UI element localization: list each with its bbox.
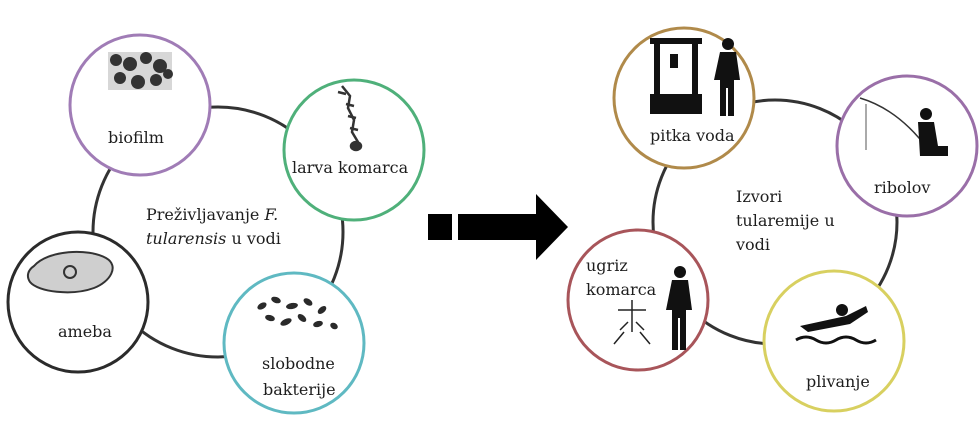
biofilm-icon bbox=[108, 52, 173, 90]
bite-label-line2: komarca bbox=[586, 280, 657, 299]
bite-label-line1: ugriz bbox=[586, 256, 628, 275]
swimming-label: plivanje bbox=[806, 372, 870, 391]
swimmer-icon bbox=[795, 304, 877, 345]
ameba-icon bbox=[26, 250, 114, 294]
left-center-title: Preživljavanje F. bbox=[146, 204, 278, 226]
larva-icon bbox=[337, 85, 363, 152]
node-bite bbox=[566, 228, 710, 372]
biofilm-label: biofilm bbox=[108, 128, 164, 147]
node-bacteria bbox=[222, 271, 366, 415]
right-center-line2: tularemije u bbox=[736, 211, 835, 230]
water-label: pitka voda bbox=[650, 126, 735, 145]
ameba-label: ameba bbox=[58, 322, 112, 341]
node-larva bbox=[282, 78, 426, 222]
node-biofilm bbox=[68, 33, 212, 177]
right-arrow-icon bbox=[428, 194, 568, 260]
right-center-line1: Izvori bbox=[736, 187, 783, 206]
fishing-label: ribolov bbox=[874, 178, 931, 197]
node-water bbox=[612, 26, 756, 170]
person-icon bbox=[714, 38, 740, 116]
left-center-text-b: u vodi bbox=[226, 229, 281, 248]
well-icon bbox=[650, 38, 702, 114]
left-center-text-a: Preživljavanje bbox=[146, 205, 265, 224]
node-swimming bbox=[762, 269, 906, 413]
left-cycle-ring bbox=[91, 105, 345, 359]
left-center-title-2: tularensis u vodi bbox=[146, 228, 281, 250]
node-fishing bbox=[835, 74, 979, 218]
left-center-italic-a: F. bbox=[264, 205, 279, 224]
bacteria-label-line1: slobodne bbox=[262, 354, 335, 373]
bacteria-icon bbox=[257, 296, 338, 330]
larva-label: larva komarca bbox=[292, 158, 409, 177]
fishing-icon bbox=[859, 97, 948, 156]
left-center-italic-b: tularensis bbox=[146, 229, 227, 248]
person-icon bbox=[666, 266, 692, 350]
bacteria-label-line2: bakterije bbox=[263, 380, 336, 399]
node-ameba bbox=[6, 230, 150, 374]
right-center-line3: vodi bbox=[736, 235, 771, 254]
mosquito-icon bbox=[613, 300, 651, 345]
